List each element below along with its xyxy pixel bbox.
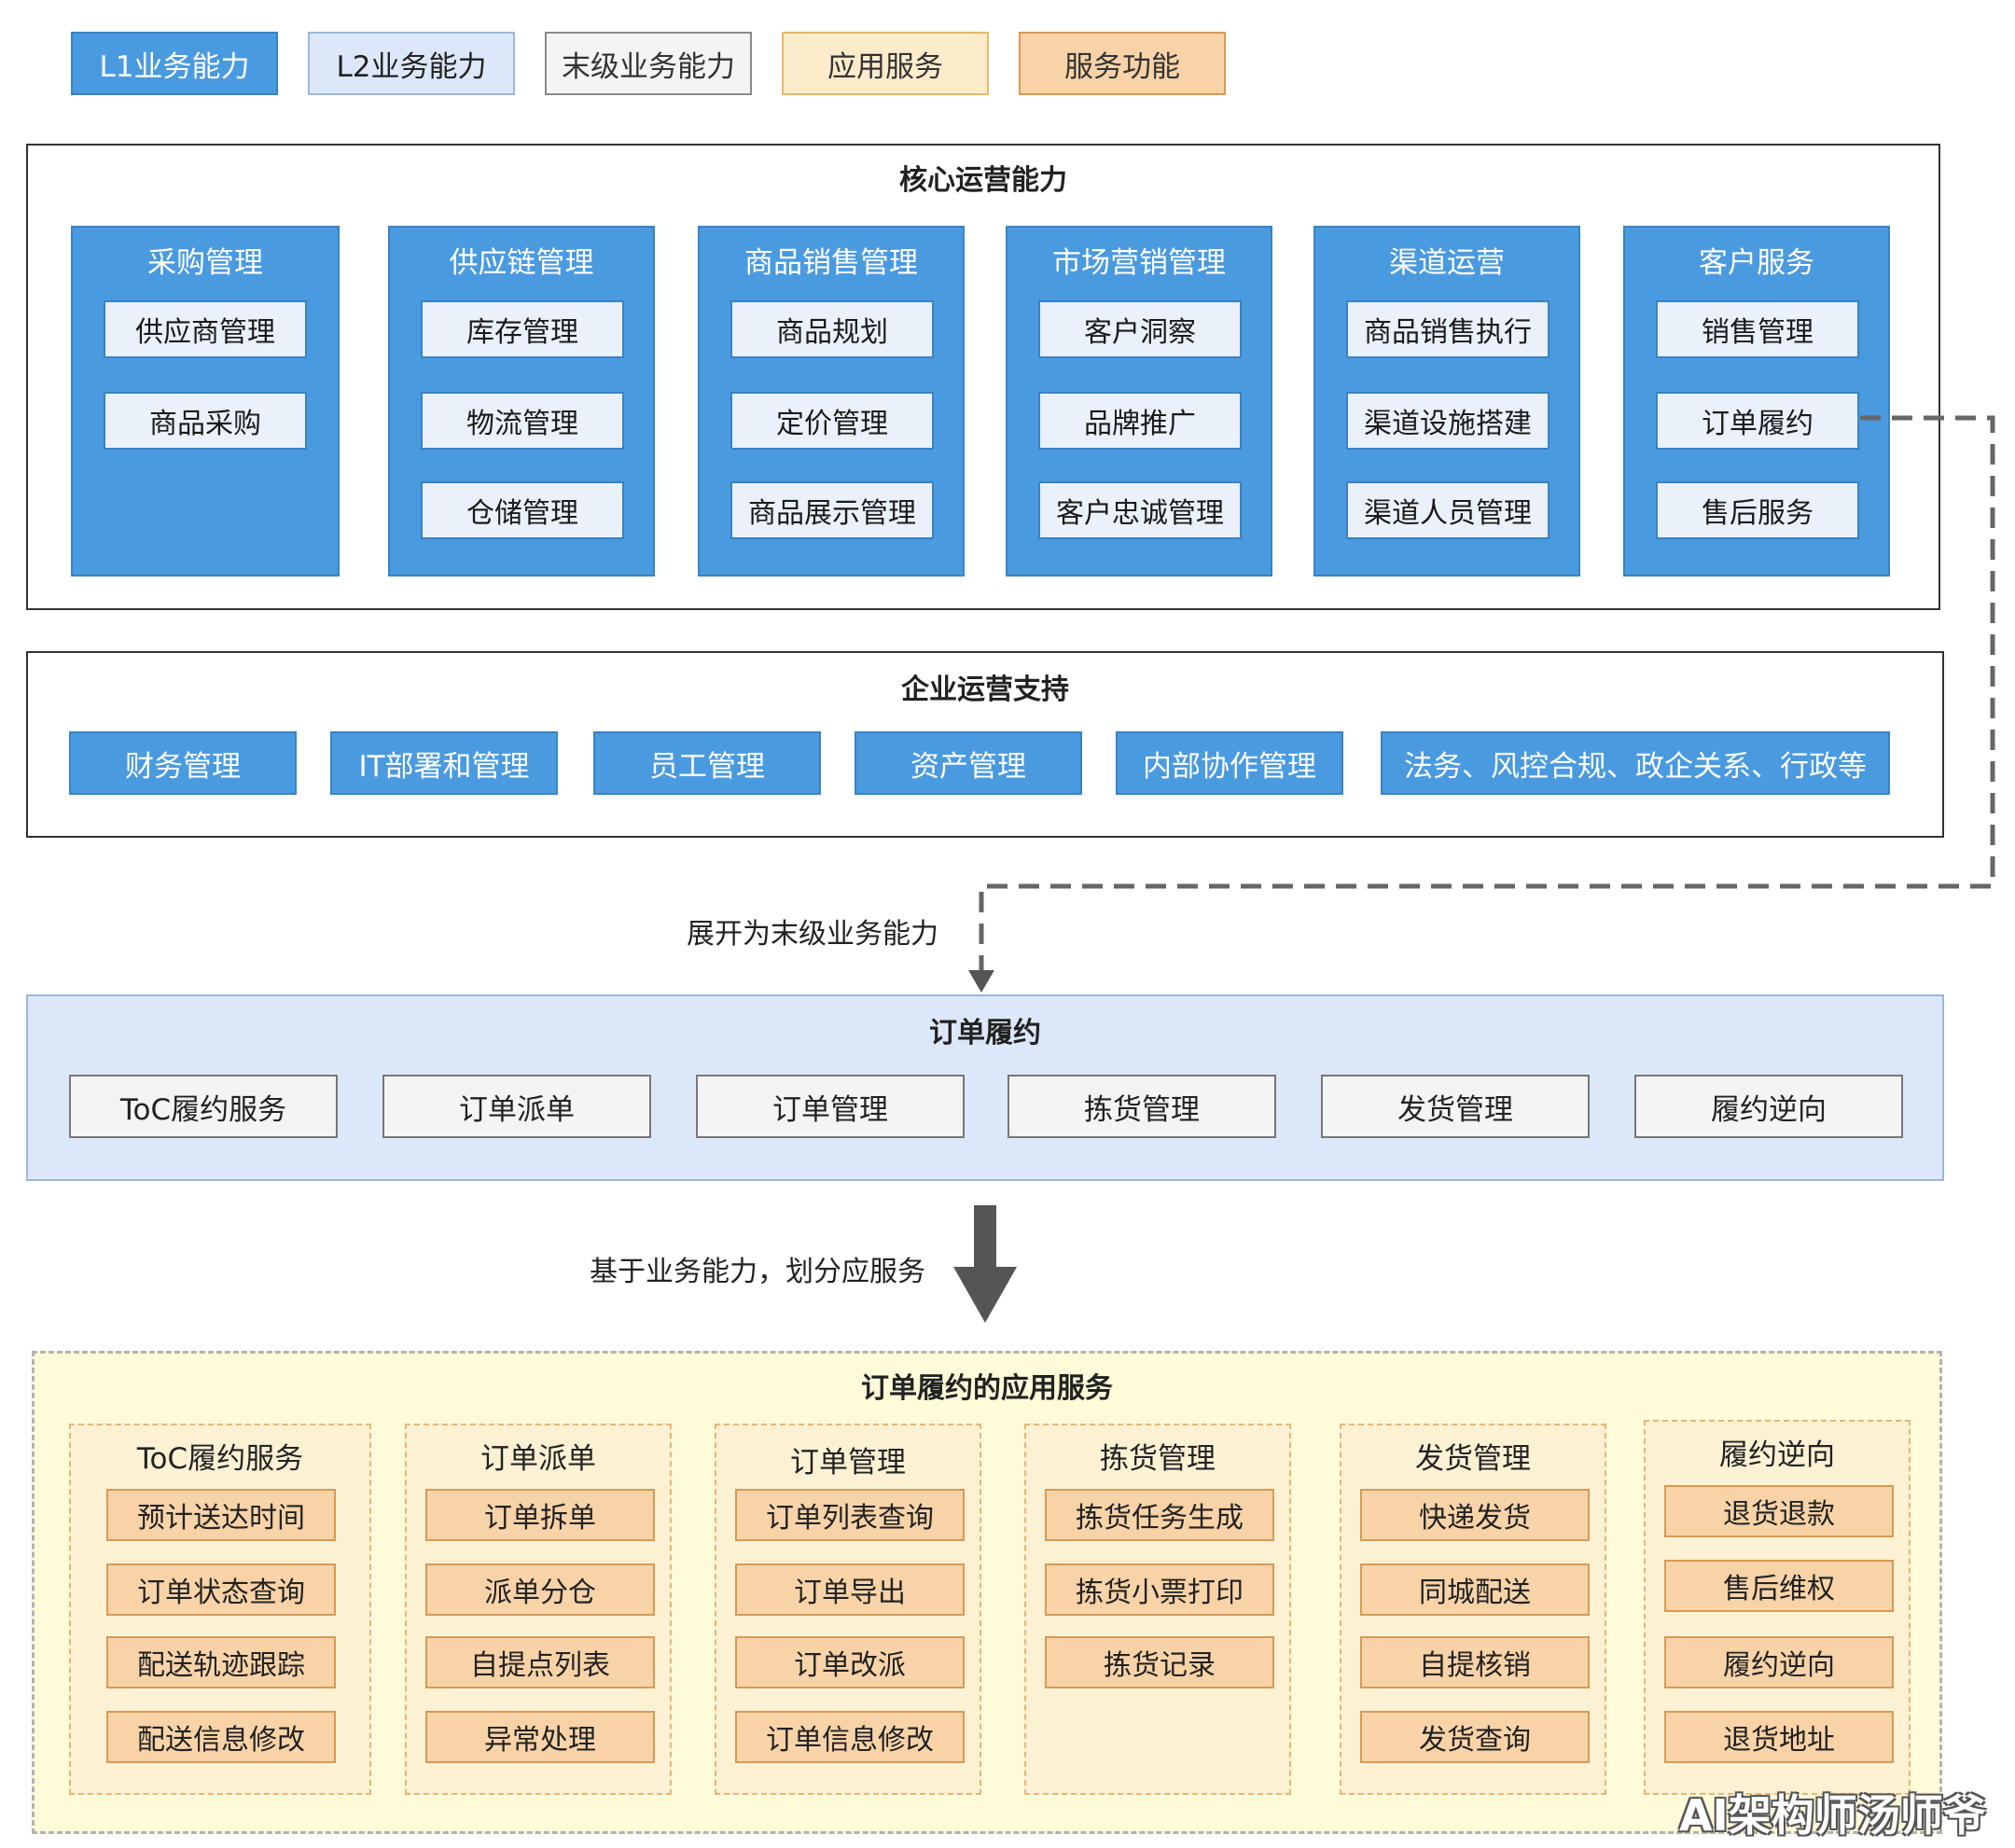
func-box: 售后维权 xyxy=(1664,1560,1894,1612)
l2-box: 物流管理 xyxy=(421,392,624,450)
support-box: 员工管理 xyxy=(593,731,821,795)
l1-title: 市场营销管理 xyxy=(1052,246,1226,280)
func-box: 订单导出 xyxy=(735,1563,965,1616)
l1-column-product-sales: 商品销售管理 商品规划 定价管理 商品展示管理 xyxy=(698,226,965,577)
app-group-reverse: 履约逆向 退货退款 售后维权 履约逆向 退货地址 xyxy=(1644,1420,1911,1795)
l2-box: 库存管理 xyxy=(421,300,624,358)
core-ops-title: 核心运营能力 xyxy=(899,164,1067,197)
func-box: 派单分仓 xyxy=(425,1563,655,1616)
leaf-box: 订单派单 xyxy=(382,1075,651,1138)
func-box: 配送轨迹跟踪 xyxy=(106,1636,336,1688)
l1-title: 客户服务 xyxy=(1699,246,1814,280)
func-box: 异常处理 xyxy=(425,1711,655,1763)
expand-caption: 展开为末级业务能力 xyxy=(687,918,938,951)
func-box: 预计送达时间 xyxy=(106,1489,336,1541)
l1-title: 采购管理 xyxy=(147,246,263,280)
l1-title: 渠道运营 xyxy=(1389,246,1505,280)
func-box: 拣货记录 xyxy=(1045,1636,1274,1688)
legend-l1: L1业务能力 xyxy=(71,32,278,95)
l2-box: 商品销售执行 xyxy=(1346,300,1549,358)
l2-box: 供应商管理 xyxy=(104,300,307,358)
l1-column-procurement: 采购管理 供应商管理 商品采购 xyxy=(71,226,340,577)
l2-box: 定价管理 xyxy=(730,392,934,450)
l2-box: 客户忠诚管理 xyxy=(1038,481,1242,539)
l2-box: 品牌推广 xyxy=(1038,392,1242,450)
func-box: 拣货小票打印 xyxy=(1045,1563,1274,1616)
l1-column-marketing: 市场营销管理 客户洞察 品牌推广 客户忠诚管理 xyxy=(1006,226,1272,577)
l1-title: 商品销售管理 xyxy=(744,246,918,280)
legend-service-function: 服务功能 xyxy=(1019,32,1226,95)
app-group-title: 拣货管理 xyxy=(1100,1442,1216,1476)
app-group-title: 履约逆向 xyxy=(1719,1438,1835,1472)
app-group-toc: ToC履约服务 预计送达时间 订单状态查询 配送轨迹跟踪 配送信息修改 xyxy=(69,1424,371,1795)
leaf-box: ToC履约服务 xyxy=(69,1075,338,1138)
l2-box: 渠道人员管理 xyxy=(1346,481,1549,539)
l1-column-customer-service: 客户服务 销售管理 订单履约 售后服务 xyxy=(1623,226,1890,577)
func-box: 自提点列表 xyxy=(425,1636,655,1688)
func-box: 订单拆单 xyxy=(425,1489,655,1541)
support-box: 资产管理 xyxy=(855,731,1082,795)
func-box: 订单改派 xyxy=(735,1636,965,1688)
func-box: 退货退款 xyxy=(1664,1485,1894,1537)
func-box: 履约逆向 xyxy=(1664,1636,1894,1688)
support-box: IT部署和管理 xyxy=(330,731,558,795)
support-box: 法务、风控合规、政企关系、行政等 xyxy=(1381,731,1890,795)
func-box: 订单信息修改 xyxy=(735,1711,965,1763)
func-box: 退货地址 xyxy=(1664,1711,1894,1763)
func-box: 快递发货 xyxy=(1360,1489,1590,1541)
app-group-title: 订单管理 xyxy=(790,1446,906,1480)
func-box: 订单状态查询 xyxy=(106,1563,336,1616)
leaf-box: 履约逆向 xyxy=(1634,1075,1903,1138)
leaf-box: 订单管理 xyxy=(696,1075,965,1138)
func-box: 拣货任务生成 xyxy=(1045,1489,1274,1541)
func-box: 自提核销 xyxy=(1360,1636,1590,1688)
l2-box-order-fulfillment: 订单履约 xyxy=(1656,392,1859,450)
app-group-shipping: 发货管理 快递发货 同城配送 自提核销 发货查询 xyxy=(1340,1424,1606,1795)
order-fulfillment-section: 订单履约 xyxy=(26,994,1944,1181)
l2-box: 客户洞察 xyxy=(1038,300,1242,358)
app-group-title: 发货管理 xyxy=(1415,1442,1531,1476)
split-caption: 基于业务能力，划分应服务 xyxy=(590,1256,925,1288)
l1-column-supply-chain: 供应链管理 库存管理 物流管理 仓储管理 xyxy=(388,226,655,577)
l2-box: 仓储管理 xyxy=(421,481,624,539)
app-group-order-mgmt: 订单管理 订单列表查询 订单导出 订单改派 订单信息修改 xyxy=(715,1424,981,1795)
watermark-text: AI架构师汤师爷 xyxy=(1679,1790,1986,1841)
l2-box: 商品展示管理 xyxy=(730,481,934,539)
arrow-head-icon xyxy=(968,970,994,993)
l2-box: 售后服务 xyxy=(1656,481,1859,539)
func-box: 发货查询 xyxy=(1360,1711,1590,1763)
app-group-title: 订单派单 xyxy=(480,1442,596,1476)
l2-box: 商品采购 xyxy=(104,392,307,450)
app-services-title: 订单履约的应用服务 xyxy=(861,1372,1113,1405)
l1-title: 供应链管理 xyxy=(449,246,594,280)
app-group-picking: 拣货管理 拣货任务生成 拣货小票打印 拣货记录 xyxy=(1024,1424,1291,1795)
l2-box: 商品规划 xyxy=(730,300,934,358)
order-fulfillment-title: 订单履约 xyxy=(929,1017,1041,1049)
func-box: 配送信息修改 xyxy=(106,1711,336,1763)
app-group-title: ToC履约服务 xyxy=(136,1442,304,1476)
legend-leaf: 末级业务能力 xyxy=(545,32,752,95)
func-box: 订单列表查询 xyxy=(735,1489,965,1541)
l1-column-channel-ops: 渠道运营 商品销售执行 渠道设施搭建 渠道人员管理 xyxy=(1313,226,1580,577)
support-box: 财务管理 xyxy=(69,731,297,795)
func-box: 同城配送 xyxy=(1360,1563,1590,1616)
legend-app-service: 应用服务 xyxy=(782,32,989,95)
l2-box: 销售管理 xyxy=(1656,300,1859,358)
support-box: 内部协作管理 xyxy=(1116,731,1343,795)
app-group-dispatch: 订单派单 订单拆单 派单分仓 自提点列表 异常处理 xyxy=(405,1424,672,1795)
enterprise-support-title: 企业运营支持 xyxy=(901,674,1069,706)
l2-box: 渠道设施搭建 xyxy=(1346,392,1549,450)
leaf-box: 拣货管理 xyxy=(1008,1075,1276,1138)
legend-l2: L2业务能力 xyxy=(308,32,515,95)
core-ops-section: 核心运营能力 xyxy=(26,144,1940,610)
down-arrow-icon xyxy=(953,1205,1017,1323)
leaf-box: 发货管理 xyxy=(1321,1075,1590,1138)
